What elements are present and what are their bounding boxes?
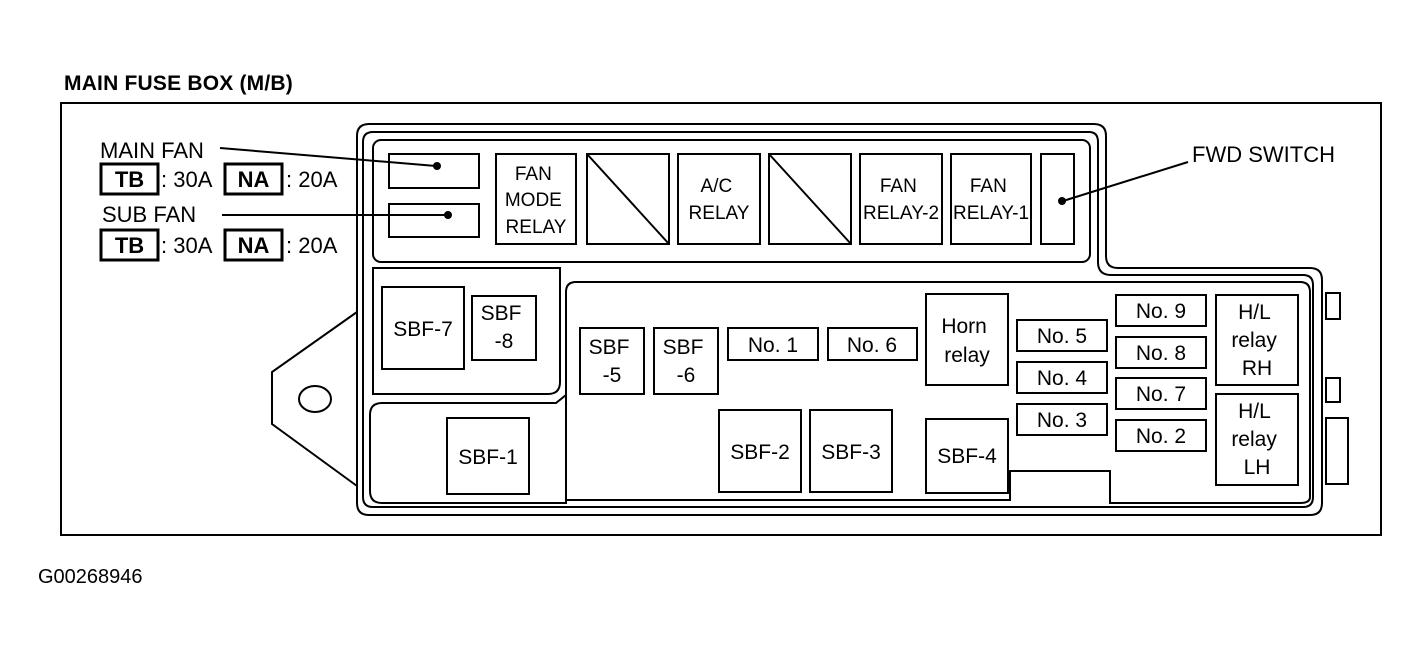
connector-notch-2 <box>1325 377 1341 403</box>
fuse-no-1 <box>727 327 819 361</box>
blank-relay-slot-1-diagonal <box>586 153 670 245</box>
sub-fan-leader-dot <box>444 211 452 219</box>
fuse-no-4-label: No. 4 <box>1037 367 1088 390</box>
main-fan-na-value: : 20A <box>286 167 338 192</box>
sbf-1-fuse <box>446 417 530 495</box>
sbf-3-fuse <box>809 409 893 493</box>
fuse-no-7 <box>1115 377 1207 410</box>
hl-relay-rh-label: H/L relay RH <box>1231 301 1282 380</box>
sbf-8-fuse <box>471 295 537 361</box>
sub-fan-tb-value: : 30A <box>161 233 213 258</box>
hl-relay-lh-label: H/L relay LH <box>1231 400 1282 479</box>
outer-frame <box>60 102 1382 536</box>
connector-notch-1 <box>1325 292 1341 320</box>
fan-mode-relay-label: FAN MODE RELAY <box>505 164 567 238</box>
fuse-no-2 <box>1115 419 1207 452</box>
left-compartment <box>372 267 561 395</box>
fuse-no-7-label: No. 7 <box>1136 383 1186 406</box>
sub-fan-tb-badge: TB <box>115 233 144 258</box>
sub-fan-tb-badge-box <box>99 228 160 262</box>
fan-relay-2 <box>859 153 943 245</box>
fuse-no-3 <box>1016 403 1108 436</box>
fuse-no-1-label: No. 1 <box>748 334 798 357</box>
fuse-no-8 <box>1115 336 1207 369</box>
main-fan-tb-value: : 30A <box>161 167 213 192</box>
sbf-5-fuse <box>579 327 645 395</box>
bottom-compartment <box>369 392 567 504</box>
sbf-4-label: SBF-4 <box>937 445 997 468</box>
fuse-no-2-label: No. 2 <box>1136 425 1186 448</box>
figure-id: G00268946 <box>38 566 143 588</box>
fuse-no-8-label: No. 8 <box>1136 342 1186 365</box>
housing-outline-inner <box>362 131 1314 508</box>
main-fan-na-badge-box <box>223 162 284 196</box>
sbf-2-label: SBF-2 <box>730 441 790 464</box>
fan-relay-1-label: FAN RELAY-1 <box>953 176 1029 224</box>
horn-relay-label: Horn relay <box>941 315 992 367</box>
blank-relay-slot-1 <box>586 153 670 245</box>
sub-fan-fuse-slot <box>388 203 480 238</box>
relay-compartment <box>372 139 1091 263</box>
fuse-no-6 <box>827 327 918 361</box>
fuse-no-9-label: No. 9 <box>1136 300 1186 323</box>
right-fuse-compartment <box>565 281 1311 504</box>
fwd-switch-label: FWD SWITCH <box>1192 142 1335 167</box>
sbf-6-fuse <box>653 327 719 395</box>
sub-fan-na-badge: NA <box>238 233 270 258</box>
sub-fan-label: SUB FAN <box>102 202 196 227</box>
fan-relay-2-label: FAN RELAY-2 <box>863 176 939 224</box>
sbf-4-fuse <box>925 418 1009 494</box>
sbf-3-label: SBF-3 <box>821 441 881 464</box>
main-fan-leader-dot <box>433 162 441 170</box>
mounting-hole <box>298 385 332 413</box>
fwd-switch <box>1040 153 1075 245</box>
sbf-2-fuse <box>718 409 802 493</box>
main-fan-label: MAIN FAN <box>100 138 204 163</box>
sbf-6-label: SBF -6 <box>663 336 710 387</box>
fwd-switch-leader <box>1062 161 1189 202</box>
mounting-tab <box>271 311 358 487</box>
fuse-no-5 <box>1016 319 1108 352</box>
sbf-1-label: SBF-1 <box>458 446 518 469</box>
hl-relay-rh <box>1215 294 1299 386</box>
main-fan-leader <box>219 147 437 167</box>
sbf-7-label: SBF-7 <box>393 318 453 341</box>
main-fan-na-badge: NA <box>238 167 270 192</box>
blank-relay-slot-2-diagonal <box>768 153 852 245</box>
horn-relay <box>925 293 1009 386</box>
diagram-title: MAIN FUSE BOX (M/B) <box>64 72 293 95</box>
sbf-5-label: SBF -5 <box>589 336 636 387</box>
fuse-no-4 <box>1016 361 1108 394</box>
main-fan-tb-badge: TB <box>115 167 144 192</box>
main-fan-tb-badge-box <box>99 162 160 196</box>
sbf-8-label: SBF -8 <box>481 302 528 353</box>
fan-mode-relay <box>495 153 577 245</box>
sbf-7-fuse <box>381 286 465 370</box>
fuse-no-5-label: No. 5 <box>1037 325 1087 348</box>
housing-outline-outer <box>356 123 1323 516</box>
sub-fan-na-value: : 20A <box>286 233 338 258</box>
fuse-no-9 <box>1115 294 1207 327</box>
fan-relay-1 <box>950 153 1032 245</box>
main-fan-fuse-slot <box>388 153 480 189</box>
sub-fan-na-badge-box <box>223 228 284 262</box>
fuse-no-3-label: No. 3 <box>1037 409 1087 432</box>
ac-relay-label: A/C RELAY <box>689 176 750 224</box>
blank-relay-slot-2 <box>768 153 852 245</box>
fwd-switch-leader-dot <box>1058 197 1066 205</box>
fuse-no-6-label: No. 6 <box>847 334 897 357</box>
hl-relay-lh <box>1215 393 1299 486</box>
connector-notch-3 <box>1325 417 1349 485</box>
ac-relay <box>677 153 761 245</box>
